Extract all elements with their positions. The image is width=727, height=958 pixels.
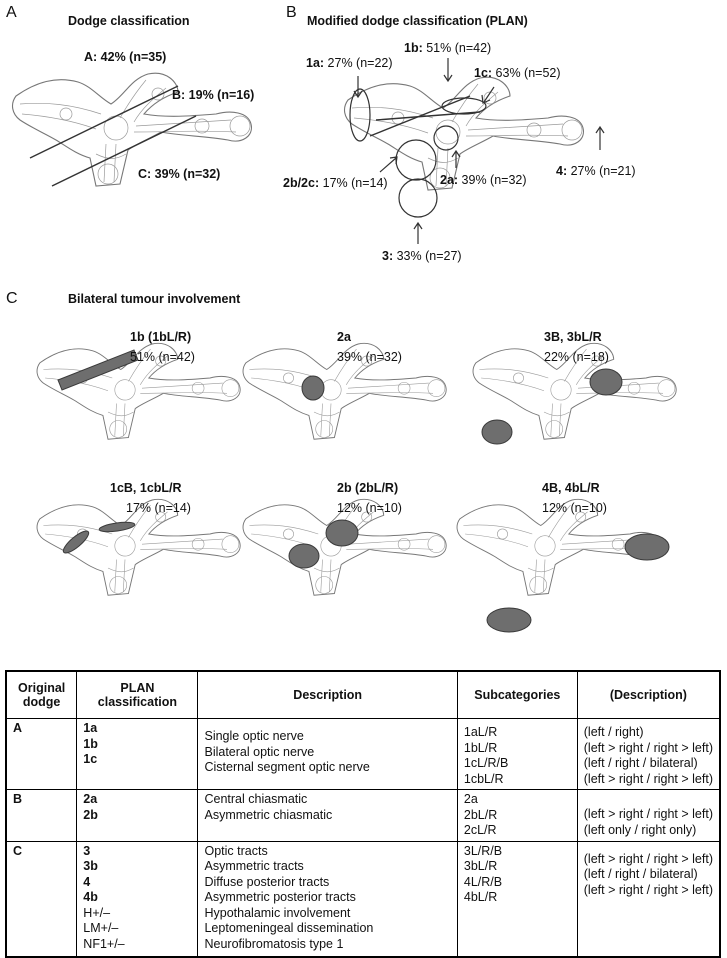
cell-plan: 3 3b 4 4b H+/– LM+/– NF1+/–: [76, 840, 199, 958]
panel-b-label-2a: 2a: 39% (n=32): [440, 173, 527, 187]
panel-b-letter: B: [286, 4, 297, 21]
panel-c-value-3b: 22% (n=18): [544, 350, 609, 364]
panel-b-label-3: 3: 33% (n=27): [382, 249, 462, 263]
region-2a-ring: [433, 125, 459, 151]
region-3-ring: [398, 178, 438, 218]
header-description: Description: [197, 670, 458, 719]
region-1a-ring: [349, 88, 371, 142]
tumour-2b-right: [325, 519, 359, 547]
cell-dodge: A: [5, 718, 78, 790]
panel-c-value-2b: 12% (n=10): [337, 501, 402, 515]
dodge-cut-line-a: [29, 85, 179, 159]
cell-subcategories: 1aL/R 1bL/R 1cL/R/B 1cbL/R: [456, 718, 578, 790]
tumour-3b-right: [589, 368, 623, 396]
cell-dodge: C: [5, 840, 78, 958]
panel-b-label-1c: 1c: 63% (n=52): [474, 66, 561, 80]
tumour-4b-left: [486, 607, 532, 633]
header-plan-classification: PLAN classification: [76, 670, 199, 719]
header-original-dodge: Original dodge: [5, 670, 78, 719]
arrow-1c: [481, 86, 495, 104]
panel-c-code-4b: 4B, 4bL/R: [542, 481, 600, 495]
panel-b-title: Modified dodge classification (PLAN): [307, 14, 528, 28]
panel-c-diagram-2a: [242, 342, 447, 440]
panel-a-title: Dodge classification: [68, 14, 190, 28]
tumour-2a: [301, 375, 325, 401]
tumour-3b-left: [481, 419, 513, 445]
cell-description: Single optic nerve Bilateral optic nerve…: [197, 718, 458, 790]
table-row: C 3 3b 4 4b H+/– LM+/– NF1+/– Optic trac…: [5, 840, 721, 958]
arrow-1a: [353, 76, 363, 99]
cell-description: Optic tracts Asymmetric tracts Diffuse p…: [197, 840, 458, 958]
cell-plan: 2a 2b: [76, 789, 199, 842]
panel-c-code-1cb: 1cB, 1cbL/R: [110, 481, 182, 495]
tumour-1b: [57, 349, 139, 391]
panel-b-diagram: [343, 58, 605, 244]
cell-dodge: B: [5, 789, 78, 842]
panel-c-value-1cb: 17% (n=14): [126, 501, 191, 515]
header-subcategories: Subcategories: [456, 670, 578, 719]
table-row: B 2a 2b Central chiasmatic Asymmetric ch…: [5, 789, 721, 842]
panel-c-letter: C: [6, 290, 18, 307]
panel-a-label-a: A: 42% (n=35): [84, 50, 167, 64]
panel-a-diagram: [11, 72, 253, 187]
arrow-4: [595, 125, 605, 150]
panel-b-label-1a: 1a: 27% (n=22): [306, 56, 393, 70]
figure-drawings: [11, 58, 677, 633]
panel-c-diagram-4b: [456, 498, 670, 633]
arrow-2a: [451, 149, 461, 168]
panel-c-diagram-1cb: [36, 498, 241, 596]
panel-b-label-4: 4: 27% (n=21): [556, 164, 636, 178]
table-row: A 1a 1b 1c Single optic nerve Bilateral …: [5, 718, 721, 790]
tumour-1cb-left: [62, 530, 90, 554]
cell-sub-description: (left / right) (left > right / right > l…: [576, 718, 721, 790]
panel-a-label-b: B: 19% (n=16): [172, 88, 255, 102]
panel-c-value-1b: 51% (n=42): [130, 350, 195, 364]
cell-subcategories: 3L/R/B 3bL/R 4L/R/B 4bL/R: [456, 840, 578, 958]
region-1c-ring: [441, 97, 487, 115]
dodge-cut-line-b: [51, 115, 197, 187]
classification-table: Original dodge PLAN classification Descr…: [5, 670, 721, 958]
panel-c-diagram-1b: [36, 342, 241, 440]
panel-b-label-1b: 1b: 51% (n=42): [404, 41, 492, 55]
tumour-1cb-right: [98, 521, 136, 533]
cell-description: Central chiasmatic Asymmetric chiasmatic: [197, 789, 458, 842]
panel-c-code-1b: 1b (1bL/R): [130, 330, 192, 344]
panel-c-value-4b: 12% (n=10): [542, 501, 607, 515]
arrow-3: [413, 221, 423, 244]
table-header-row: Original dodge PLAN classification Descr…: [5, 670, 721, 719]
header-sub-description: (Description): [576, 670, 721, 719]
panel-c-diagram-3b: [472, 342, 677, 445]
cell-plan: 1a 1b 1c: [76, 718, 199, 790]
region-1b-line-2: [375, 111, 481, 121]
cell-sub-description: (left > right / right > left) (left / ri…: [576, 840, 721, 958]
panel-a-label-c: C: 39% (n=32): [138, 167, 221, 181]
arrow-1b: [443, 58, 453, 83]
panel-a-letter: A: [6, 4, 17, 21]
panel-c-code-2b: 2b (2bL/R): [337, 481, 399, 495]
panel-c-title: Bilateral tumour involvement: [68, 292, 241, 306]
cell-subcategories: 2a 2bL/R 2cL/R: [456, 789, 578, 842]
panel-c-code-3b: 3B, 3bL/R: [544, 330, 602, 344]
cell-sub-description: (left > right / right > left) (left only…: [576, 789, 721, 842]
tumour-2b-left: [288, 543, 320, 569]
panel-c-diagram-2b: [242, 498, 447, 596]
panel-c-code-2a: 2a: [337, 330, 351, 344]
arrow-2b2c: [379, 156, 398, 173]
panel-c-value-2a: 39% (n=32): [337, 350, 402, 364]
tumour-4b-right: [624, 533, 670, 561]
panel-b-label-2b2c: 2b/2c: 17% (n=14): [283, 176, 388, 190]
